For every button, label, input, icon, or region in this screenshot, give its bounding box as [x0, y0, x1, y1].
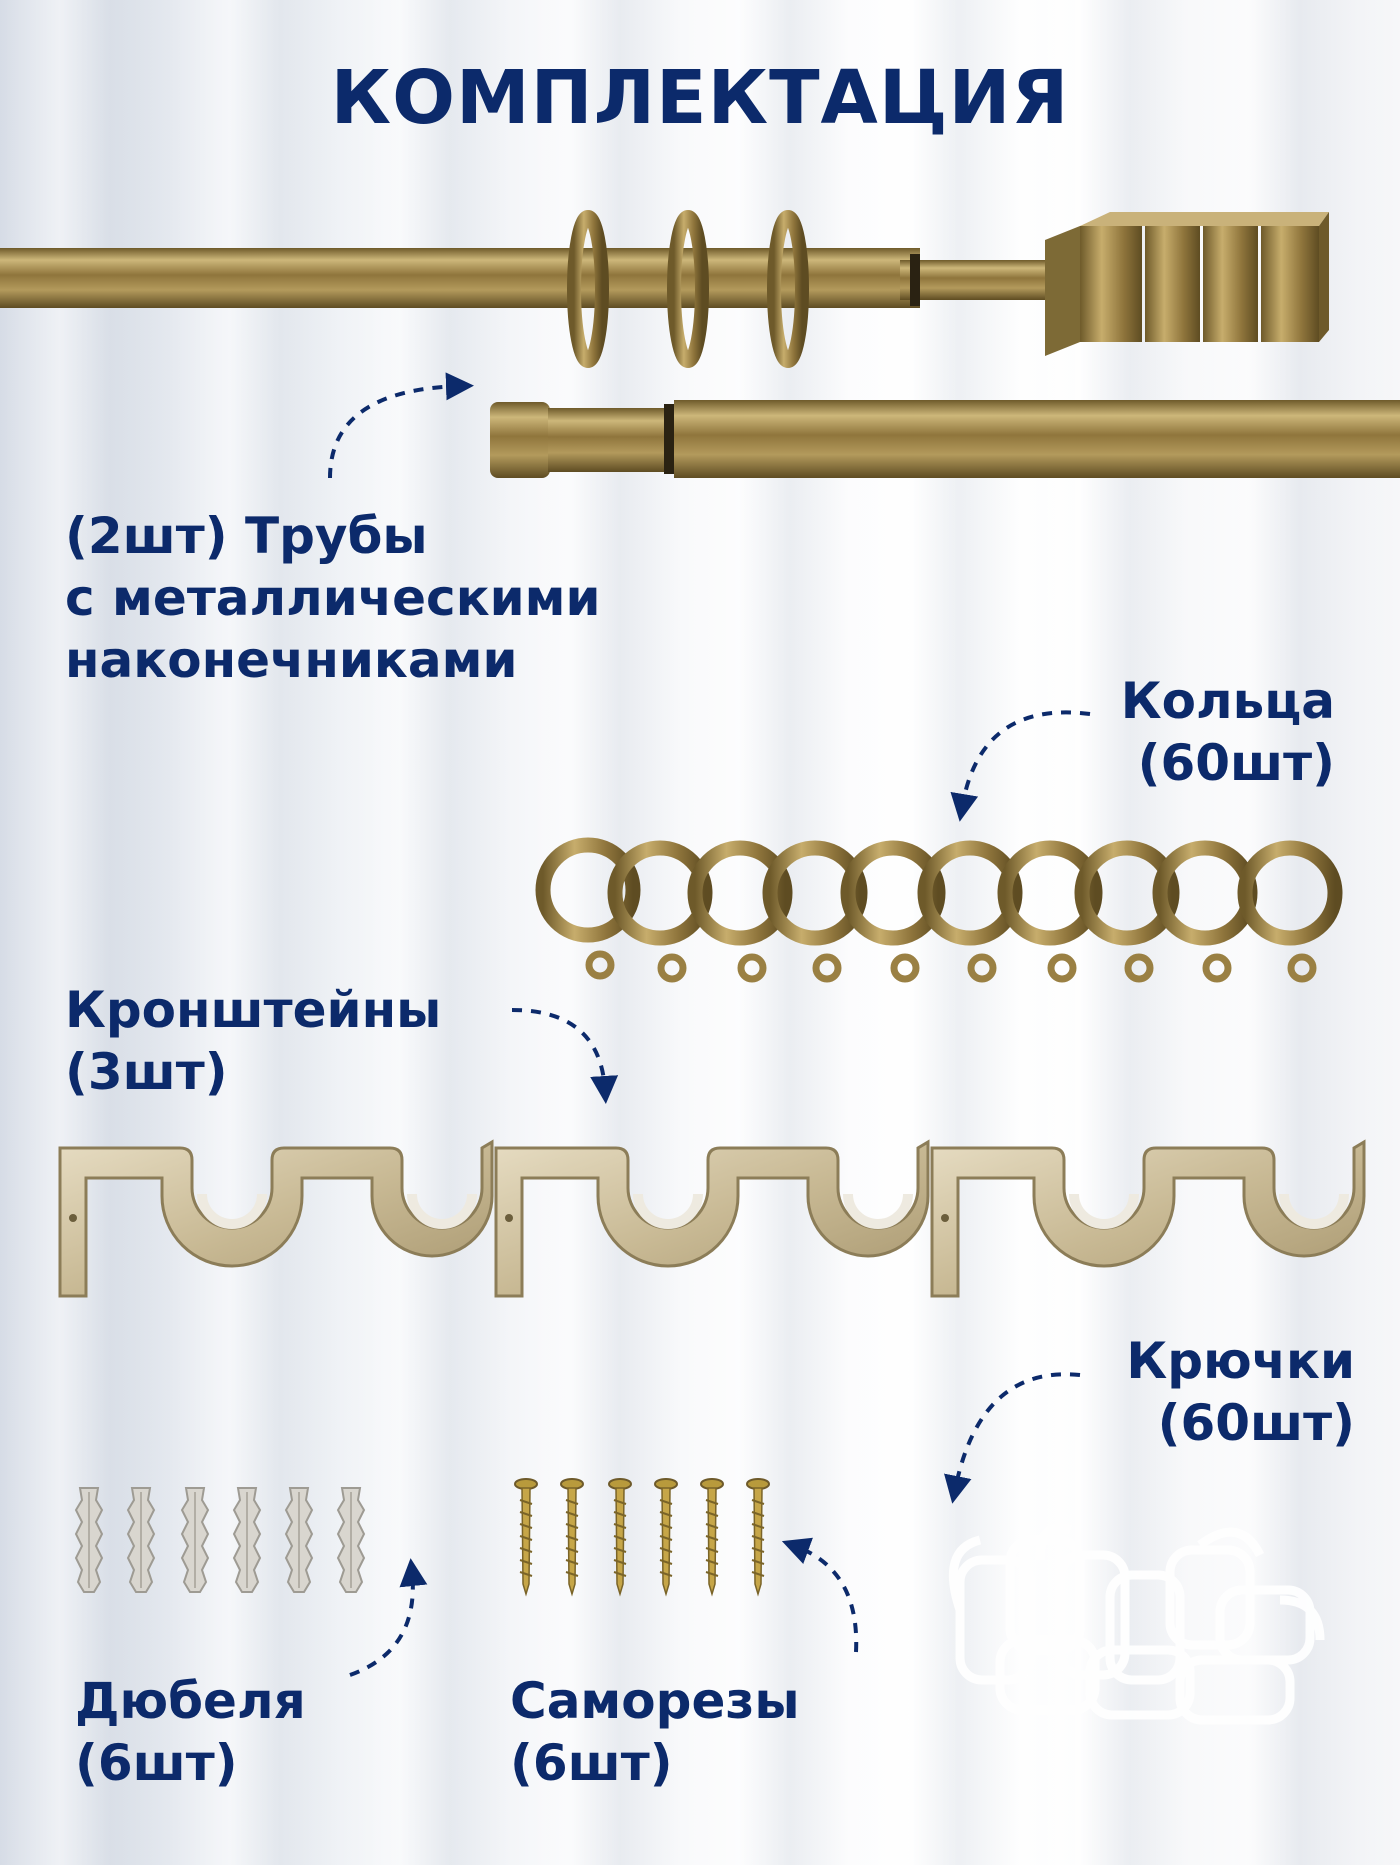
page-title: КОМПЛЕКТАЦИЯ — [330, 55, 1070, 141]
curtain-rod-top — [0, 210, 1329, 368]
hooks-illustration — [948, 1523, 1325, 1725]
label-rings: Кольца (60шт) — [1120, 672, 1335, 792]
arrow-icon — [328, 372, 1091, 1677]
rings-illustration — [535, 837, 1343, 983]
dowels-illustration — [74, 1487, 365, 1593]
curtain-rod-bottom — [490, 400, 1400, 478]
label-dowels: Дюбеля (6шт) — [75, 1672, 306, 1792]
label-hooks: Крючки (60шт) — [1126, 1332, 1355, 1452]
screws-illustration — [514, 1478, 770, 1597]
label-pipes: (2шт) Трубы с металлическими наконечника… — [65, 507, 601, 689]
label-screws: Саморезы (6шт) — [510, 1672, 800, 1792]
brackets-illustration — [58, 1142, 1364, 1296]
label-brackets: Кронштейны (3шт) — [65, 981, 442, 1101]
